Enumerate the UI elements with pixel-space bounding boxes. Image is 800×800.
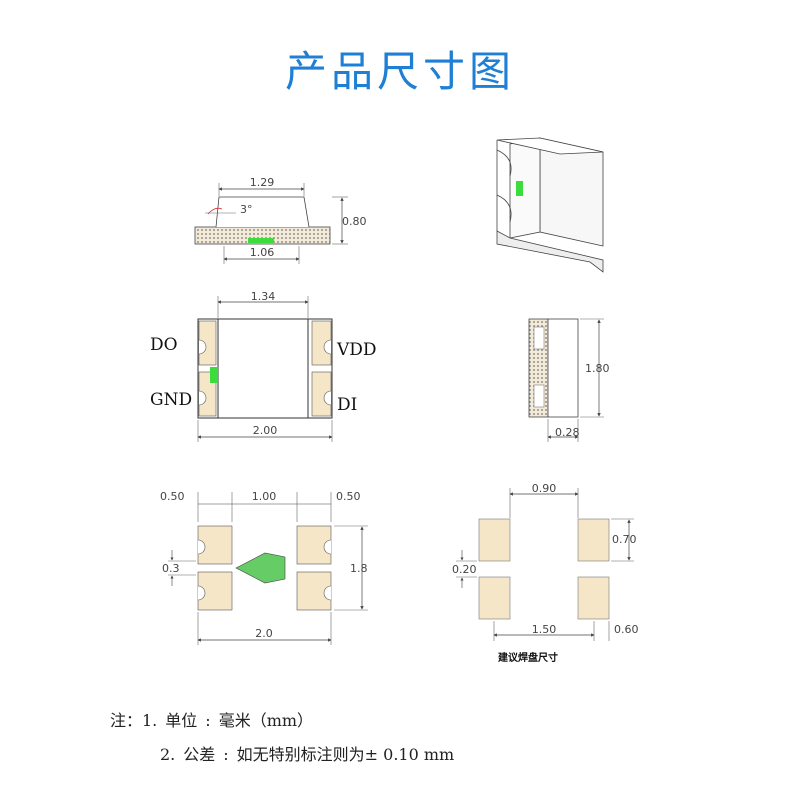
note-1-key: 单位 bbox=[165, 711, 198, 730]
end-thickness-label: 0.28 bbox=[555, 426, 580, 439]
side-height-label: 0.80 bbox=[342, 215, 367, 228]
pin-label-gnd: GND bbox=[150, 390, 192, 410]
bottom-height-label: 1.8 bbox=[350, 562, 368, 575]
pin-label-di: DI bbox=[337, 395, 357, 415]
led-chip-iso bbox=[516, 181, 523, 196]
pad-width-label: 0.60 bbox=[614, 623, 639, 636]
note-2-label: 2. bbox=[160, 745, 176, 764]
side-view: 1.29 3° 0.80 1.06 bbox=[194, 176, 367, 264]
pin-label-do: DO bbox=[150, 335, 178, 355]
notch-label: 0.3 bbox=[162, 562, 180, 575]
top-width-label: 1.34 bbox=[251, 290, 276, 303]
note-1-sep: : bbox=[205, 711, 211, 730]
end-view: 1.80 0.28 bbox=[528, 318, 610, 442]
pad-layout-caption: 建议焊盘尺寸 bbox=[497, 651, 558, 664]
page-title: 产品尺寸图 bbox=[284, 47, 515, 96]
notes: 注：1. 单位: 毫米（mm） 2. 公差: 如无特别标注则为± 0.10 mm bbox=[110, 704, 462, 772]
note-1-value: 毫米（mm） bbox=[218, 711, 314, 730]
pad-height-label: 0.70 bbox=[612, 533, 637, 546]
pad-layout: 0.90 0.70 0.20 1.50 0.60 建议焊盘尺寸 bbox=[452, 482, 639, 664]
pad-width-left-label: 0.50 bbox=[160, 490, 185, 503]
led-chip-top bbox=[210, 367, 218, 383]
pad-center-label: 1.50 bbox=[532, 623, 557, 636]
isometric-view bbox=[496, 137, 604, 273]
pad-gap-label: 1.00 bbox=[252, 490, 277, 503]
note-line-2: 2. 公差: 如无特别标注则为± 0.10 mm bbox=[110, 738, 462, 772]
side-bottom-width-label: 1.06 bbox=[250, 246, 275, 259]
note-2-value: 如无特别标注则为± 0.10 mm bbox=[236, 745, 455, 764]
note-1-label: 注：1. bbox=[110, 711, 158, 730]
pad-gap-v-label: 0.20 bbox=[452, 563, 477, 576]
pad-span-label: 0.90 bbox=[532, 482, 557, 495]
bottom-width-total-label: 2.0 bbox=[255, 627, 273, 640]
note-2-sep: : bbox=[223, 745, 229, 764]
end-height-label: 1.80 bbox=[585, 362, 610, 375]
side-top-width-label: 1.29 bbox=[250, 176, 275, 189]
led-chip-side bbox=[248, 238, 274, 243]
bottom-width-label: 2.00 bbox=[253, 424, 278, 437]
note-line-1: 注：1. 单位: 毫米（mm） bbox=[110, 704, 462, 738]
bottom-view: 0.50 1.00 0.50 0.3 1.8 2.0 bbox=[160, 490, 368, 645]
pin-label-vdd: VDD bbox=[336, 340, 377, 360]
pad-width-right-label: 0.50 bbox=[336, 490, 361, 503]
polarity-mark bbox=[235, 552, 286, 584]
top-view: DO GND VDD DI 1.34 2.00 bbox=[150, 290, 377, 442]
note-2-key: 公差 bbox=[183, 745, 216, 764]
side-view-lens bbox=[215, 196, 310, 228]
side-angle-label: 3° bbox=[240, 203, 253, 216]
